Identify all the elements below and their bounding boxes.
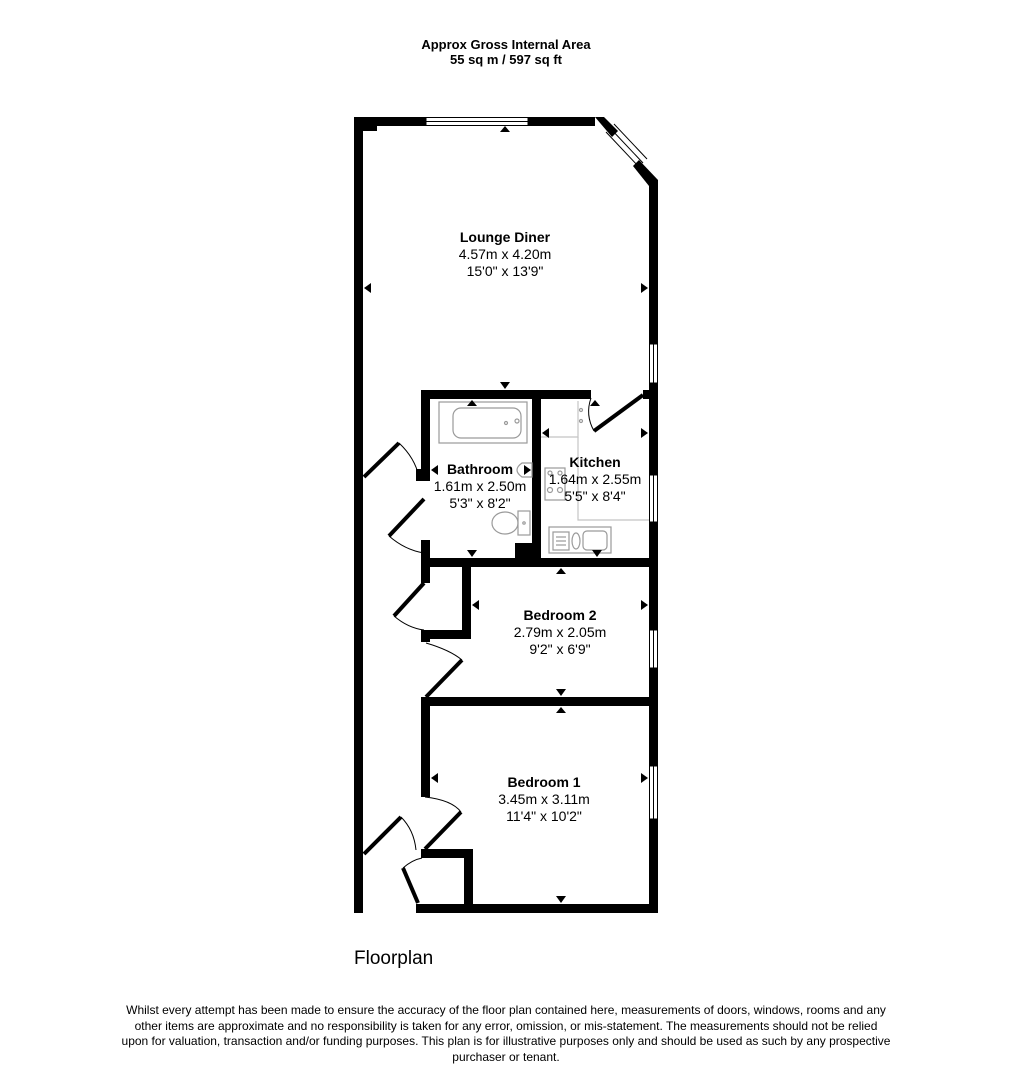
sink-fixture — [516, 462, 533, 478]
room-name: Bedroom 1 — [507, 774, 580, 790]
room-imperial: 9'2" x 6'9" — [529, 641, 590, 657]
internal-walls — [416, 390, 658, 913]
area-value: 55 sq m / 597 sq ft — [450, 52, 562, 67]
right-windows — [649, 343, 658, 820]
floor-label: Floorplan — [354, 948, 434, 969]
room-name: Bathroom — [447, 461, 513, 477]
room-imperial: 11'4" x 10'2" — [506, 808, 582, 824]
dimension-markers — [364, 126, 648, 903]
toilet-fixture — [491, 510, 531, 536]
room-metric: 2.79m x 2.05m — [514, 624, 607, 640]
room-imperial: 5'5" x 8'4" — [564, 488, 625, 504]
room-name: Bedroom 2 — [523, 607, 596, 623]
kitchen-worktops — [541, 401, 649, 521]
room-name: Kitchen — [569, 454, 620, 470]
area-header: Approx Gross Internal Area 55 sq m / 597… — [0, 37, 1012, 67]
room-imperial: 5'3" x 8'2" — [449, 495, 510, 511]
room-bathroom: Bathroom 1.61m x 2.50m 5'3" x 8'2" — [434, 461, 527, 511]
room-lounge-diner: Lounge Diner 4.57m x 4.20m 15'0" x 13'9" — [459, 229, 552, 279]
room-metric: 3.45m x 3.11m — [498, 791, 590, 807]
room-kitchen: Kitchen 1.64m x 2.55m 5'5" x 8'4" — [549, 454, 642, 504]
outer-walls — [354, 117, 658, 913]
room-metric: 1.64m x 2.55m — [549, 471, 642, 487]
room-bedroom-2: Bedroom 2 2.79m x 2.05m 9'2" x 6'9" — [514, 607, 607, 657]
bath-fixture — [438, 401, 528, 444]
hob-fixture — [544, 407, 584, 501]
room-metric: 4.57m x 4.20m — [459, 246, 552, 262]
top-window — [425, 117, 529, 126]
doors — [362, 393, 645, 904]
room-name: Lounge Diner — [460, 229, 551, 245]
room-imperial: 15'0" x 13'9" — [467, 263, 544, 279]
area-title: Approx Gross Internal Area — [421, 37, 591, 52]
kitchen-sink-fixture — [548, 526, 612, 554]
corner-bay-wall — [595, 117, 658, 186]
room-metric: 1.61m x 2.50m — [434, 478, 527, 494]
room-bedroom-1: Bedroom 1 3.45m x 3.11m 11'4" x 10'2" — [498, 774, 590, 824]
disclaimer-text: Whilst every attempt has been made to en… — [121, 1003, 891, 1064]
